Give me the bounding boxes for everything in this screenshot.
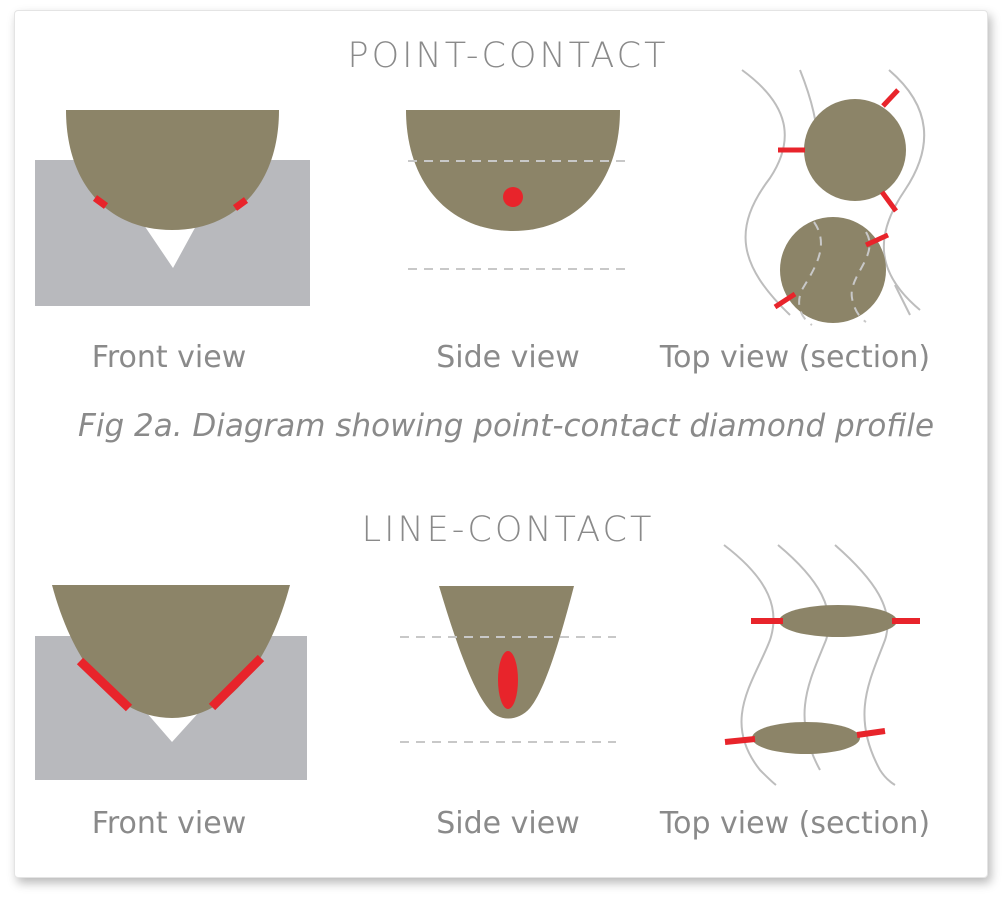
- contact-line-mark-3: [724, 736, 756, 745]
- groove-wall-mid2: [894, 284, 911, 316]
- figure-caption: Fig 2a. Diagram showing point-contact di…: [78, 408, 935, 444]
- line-contact-side-view: [400, 586, 616, 743]
- contact-line-right: [208, 654, 265, 711]
- line-contact-top-label: Top view (section): [659, 806, 931, 841]
- point-contact-side-view: [406, 110, 628, 270]
- point-contact-side-label: Side view: [436, 340, 580, 375]
- contact-line-left: [76, 657, 133, 712]
- diamond-section-upper-2: [779, 605, 897, 637]
- hidden-wall-dashline: [798, 221, 822, 326]
- contact-mark-2: [881, 88, 900, 108]
- contact-line-mark-4: [856, 728, 886, 738]
- groove-wall-left: [741, 69, 791, 316]
- diamond-section-upper: [804, 99, 906, 201]
- spherical-diamond-tip: [66, 110, 279, 230]
- contact-mark-5: [773, 291, 797, 310]
- line-contact-front-view: [35, 585, 307, 780]
- hidden-wall-dashline-2: [850, 231, 871, 323]
- line-contact-heading: LINE-CONTACT: [361, 510, 655, 550]
- point-contact-heading: POINT-CONTACT: [347, 36, 669, 76]
- contact-point: [503, 187, 523, 207]
- groove-wall-1: [723, 544, 777, 786]
- line-contact-top-view: [723, 544, 920, 786]
- contact-mark-4: [864, 232, 890, 248]
- contact-point-right: [232, 197, 249, 211]
- contact-mark-3: [879, 190, 899, 213]
- spherical-diamond-tip-side: [406, 110, 620, 231]
- point-contact-front-label: Front view: [91, 340, 247, 375]
- point-contact-top-view: [741, 69, 926, 326]
- diamond-section-lower-2: [752, 722, 860, 754]
- point-contact-front-view: [35, 110, 310, 306]
- line-contact-side-label: Side view: [436, 806, 580, 841]
- contact-line: [498, 651, 518, 709]
- contact-point-left: [92, 195, 109, 209]
- groove-wall-right: [882, 69, 926, 311]
- diamond-section-lower: [780, 217, 886, 323]
- point-contact-top-label: Top view (section): [659, 340, 931, 375]
- line-contact-front-label: Front view: [91, 806, 247, 841]
- groove-wall-3: [834, 544, 896, 786]
